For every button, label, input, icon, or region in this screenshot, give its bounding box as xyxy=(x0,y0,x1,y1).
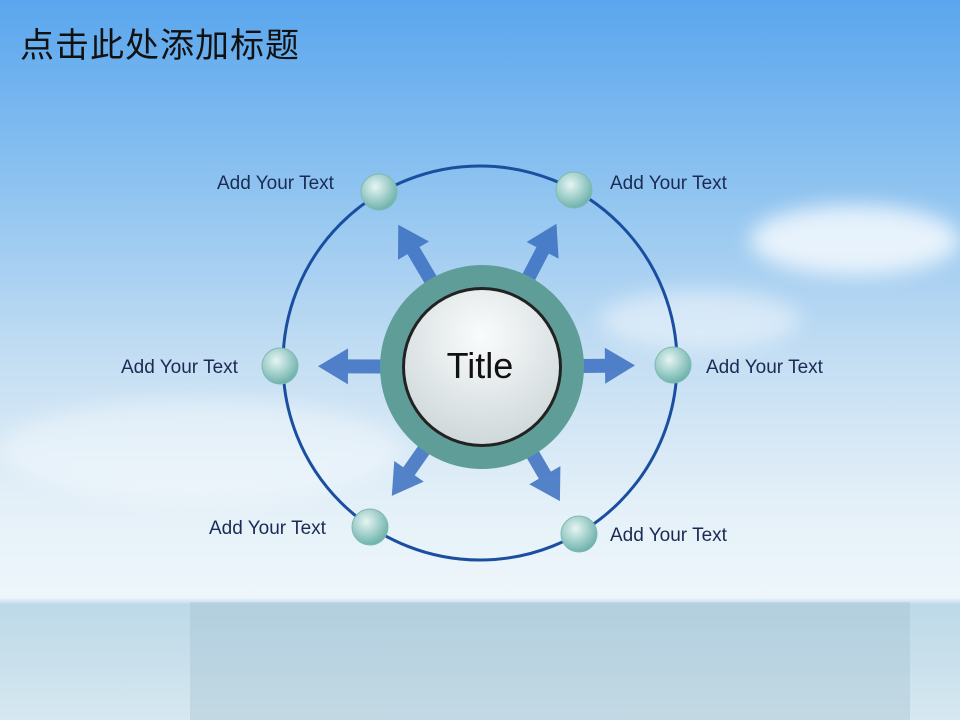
node-label-right[interactable]: Add Your Text xyxy=(706,357,823,378)
arrow-right xyxy=(581,347,636,384)
center-title[interactable]: Title xyxy=(446,345,514,386)
arrow-bottom-left xyxy=(391,444,431,496)
node-label-bottom-left[interactable]: Add Your Text xyxy=(209,518,326,539)
node-bubble-right[interactable] xyxy=(654,346,692,384)
arrow-top-left xyxy=(397,224,438,285)
node-bubble-bottom-right[interactable] xyxy=(560,515,598,553)
hub-button[interactable] xyxy=(405,290,559,444)
cloud xyxy=(600,290,800,350)
city-reflection xyxy=(190,602,910,720)
cloud xyxy=(0,400,400,500)
node-label-bottom-right[interactable]: Add Your Text xyxy=(610,525,727,546)
node-label-left[interactable]: Add Your Text xyxy=(121,357,238,378)
arrow-left xyxy=(317,348,383,385)
node-bubble-top-right[interactable] xyxy=(555,171,593,209)
node-bubble-left[interactable] xyxy=(261,347,299,385)
cloud xyxy=(750,205,960,275)
node-label-top-left[interactable]: Add Your Text xyxy=(217,173,334,194)
node-label-top-right[interactable]: Add Your Text xyxy=(610,173,727,194)
arrow-bottom-right xyxy=(526,449,561,502)
node-bubble-top-left[interactable] xyxy=(360,173,398,211)
arrow-top-right xyxy=(521,223,559,282)
slide-title[interactable]: 点击此处添加标题 xyxy=(20,27,300,65)
node-bubble-bottom-left[interactable] xyxy=(351,508,389,546)
